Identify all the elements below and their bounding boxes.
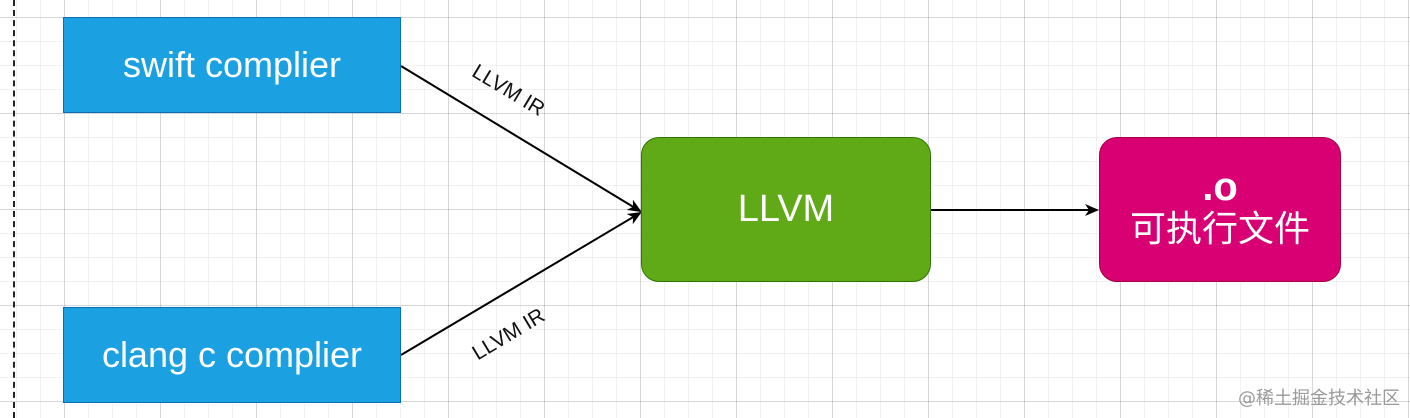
edge-swift-to-llvm <box>400 65 642 213</box>
watermark-text: @稀土掘金技术社区 <box>1238 388 1400 409</box>
output-extension-label: .o <box>1202 164 1238 209</box>
dashed-boundary-line <box>13 0 15 418</box>
output-description-label: 可执行文件 <box>1129 207 1310 249</box>
clang-compiler-node[interactable]: clang c complier <box>63 307 401 403</box>
clang-compiler-label: clang c complier <box>101 334 363 375</box>
swift-compiler-node[interactable]: swift complier <box>63 17 401 113</box>
edge-label-swift-llvm-ir: LLVM IR <box>468 60 549 121</box>
llvm-label: LLVM <box>737 188 835 230</box>
llvm-node[interactable]: LLVM <box>641 137 931 282</box>
edge-clang-to-llvm <box>400 211 642 356</box>
executable-output-node[interactable]: .o 可执行文件 <box>1099 137 1341 282</box>
swift-compiler-label: swift complier <box>122 44 342 85</box>
edge-label-clang-llvm-ir: LLVM IR <box>468 304 549 365</box>
